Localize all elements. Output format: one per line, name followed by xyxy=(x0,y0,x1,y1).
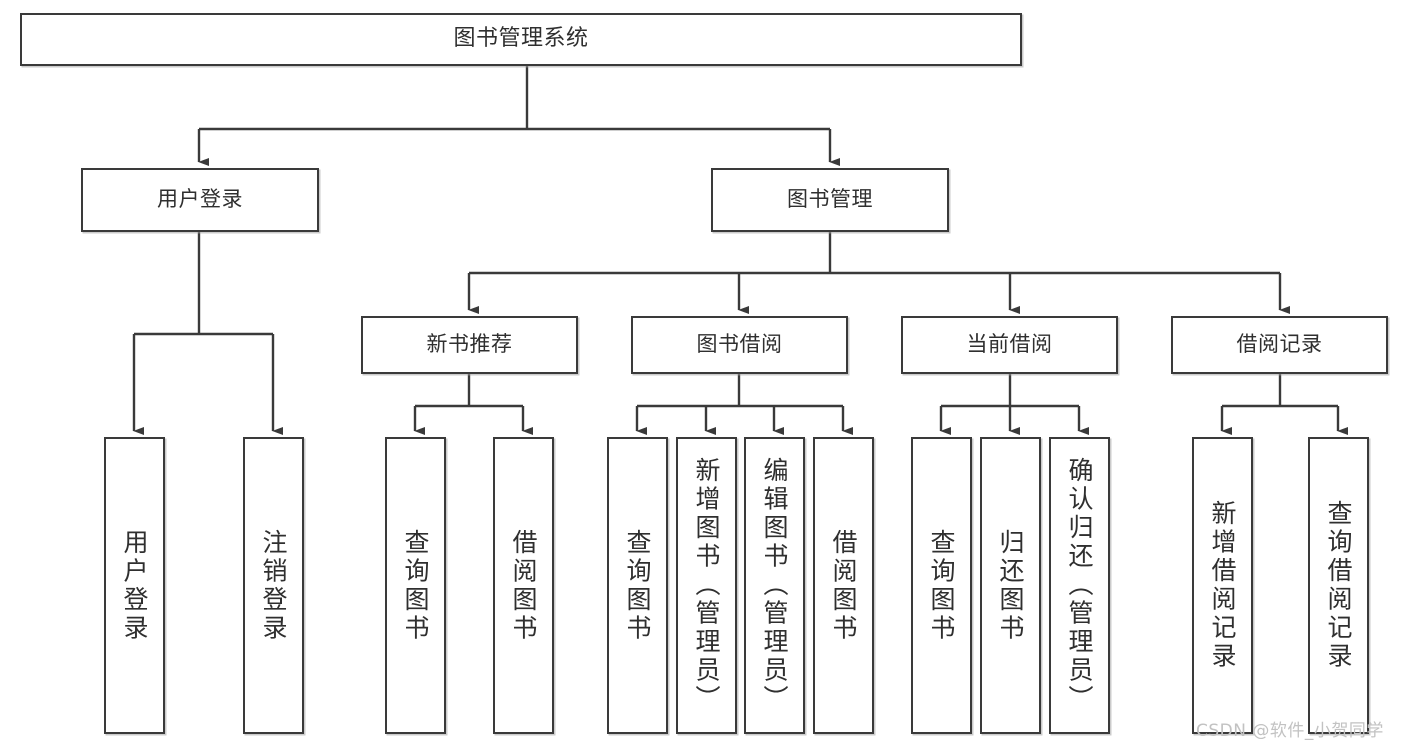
node-leaf-confirm-return-label: 确认归还（管理员） xyxy=(1065,457,1094,714)
node-leaf-edit-book[interactable]: 编辑图书（管理员） xyxy=(744,437,805,734)
node-leaf-borrow-book-2[interactable]: 借阅图书 xyxy=(813,437,874,734)
node-new-book-recommend[interactable]: 新书推荐 xyxy=(361,316,578,374)
node-current-borrow[interactable]: 当前借阅 xyxy=(901,316,1118,374)
node-leaf-borrow-book-1[interactable]: 借阅图书 xyxy=(493,437,554,734)
node-user-login[interactable]: 用户登录 xyxy=(81,168,319,232)
node-new-book-recommend-label: 新书推荐 xyxy=(426,332,513,357)
node-leaf-borrow-book-2-label: 借阅图书 xyxy=(829,528,858,643)
node-leaf-query-book-2-label: 查询图书 xyxy=(623,528,652,643)
node-leaf-confirm-return[interactable]: 确认归还（管理员） xyxy=(1049,437,1110,734)
node-root[interactable]: 图书管理系统 xyxy=(20,13,1022,66)
node-borrow-record-label: 借阅记录 xyxy=(1236,332,1323,357)
node-leaf-query-book-1[interactable]: 查询图书 xyxy=(385,437,446,734)
node-leaf-query-book-3[interactable]: 查询图书 xyxy=(911,437,972,734)
node-leaf-user-login-label: 用户登录 xyxy=(120,528,149,643)
node-leaf-add-record-label: 新增借阅记录 xyxy=(1208,500,1237,671)
node-leaf-query-record[interactable]: 查询借阅记录 xyxy=(1308,437,1369,734)
node-leaf-query-book-2[interactable]: 查询图书 xyxy=(607,437,668,734)
csdn-watermark: CSDN @软件_小贺同学 xyxy=(1196,721,1384,741)
node-current-borrow-label: 当前借阅 xyxy=(966,332,1053,357)
node-leaf-user-login[interactable]: 用户登录 xyxy=(104,437,165,734)
node-leaf-add-book-label: 新增图书（管理员） xyxy=(692,457,721,714)
node-book-manage-label: 图书管理 xyxy=(787,187,873,212)
node-book-borrow-label: 图书借阅 xyxy=(696,332,783,357)
node-leaf-add-book[interactable]: 新增图书（管理员） xyxy=(676,437,737,734)
node-borrow-record[interactable]: 借阅记录 xyxy=(1171,316,1388,374)
node-leaf-query-book-3-label: 查询图书 xyxy=(927,528,956,643)
node-user-login-label: 用户登录 xyxy=(157,187,243,212)
node-leaf-return-book-label: 归还图书 xyxy=(996,528,1025,643)
node-leaf-add-record[interactable]: 新增借阅记录 xyxy=(1192,437,1253,734)
node-root-label: 图书管理系统 xyxy=(453,26,589,52)
node-leaf-return-book[interactable]: 归还图书 xyxy=(980,437,1041,734)
node-book-manage[interactable]: 图书管理 xyxy=(711,168,949,232)
node-leaf-edit-book-label: 编辑图书（管理员） xyxy=(760,457,789,714)
node-leaf-user-logout[interactable]: 注销登录 xyxy=(243,437,304,734)
node-leaf-borrow-book-1-label: 借阅图书 xyxy=(509,528,538,643)
node-leaf-query-record-label: 查询借阅记录 xyxy=(1324,500,1353,671)
node-leaf-query-book-1-label: 查询图书 xyxy=(401,528,430,643)
node-leaf-user-logout-label: 注销登录 xyxy=(259,528,288,643)
node-book-borrow[interactable]: 图书借阅 xyxy=(631,316,848,374)
